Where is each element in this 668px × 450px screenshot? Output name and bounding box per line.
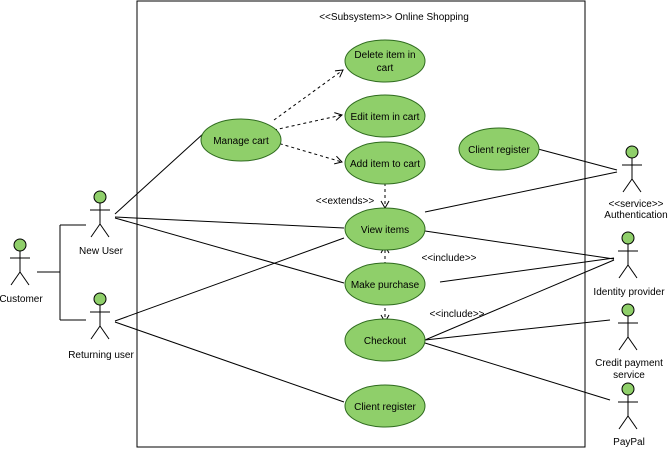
actor-customer-figure[interactable] <box>10 238 30 286</box>
actor-paypal-figure[interactable] <box>618 382 638 430</box>
actor-auth-stereotype: <<service>> <box>608 199 663 210</box>
usecase-view-items[interactable] <box>344 207 426 251</box>
usecase-delete-label-2: cart <box>377 63 394 74</box>
usecase-edit-label: Edit item in cart <box>351 112 420 123</box>
actor-returning-user-label: Returning user <box>68 350 134 361</box>
usecase-delete-label-1: Delete item in <box>354 50 415 61</box>
usecase-client-register-bottom-label: Client register <box>354 402 416 413</box>
use-cases <box>200 39 540 428</box>
usecase-make-purchase[interactable] <box>344 262 426 306</box>
actor-paypal-label: PayPal <box>613 437 645 448</box>
actor-new-user-figure[interactable] <box>90 190 110 238</box>
assoc-viewitems-auth <box>424 171 618 213</box>
assoc-purchase-identity <box>439 257 615 283</box>
assoc-newuser-viewitems <box>114 216 345 229</box>
association-lines <box>37 132 618 403</box>
dependency-lines <box>273 69 390 324</box>
assoc-clientregister-auth <box>537 148 618 171</box>
usecase-add-item[interactable] <box>344 141 426 185</box>
actor-returning-user-figure[interactable] <box>90 292 110 340</box>
include-label-2: <<include>> <box>429 309 484 320</box>
actors <box>10 145 642 430</box>
actor-credit-label-1: Credit payment <box>595 358 663 369</box>
usecase-view-label: View items <box>361 225 409 236</box>
actor-new-user-label: New User <box>79 246 124 257</box>
dep-manage-delete <box>273 69 344 121</box>
usecase-manage-cart[interactable] <box>200 118 282 162</box>
usecase-checkout[interactable] <box>344 318 426 362</box>
extends-label: <<extends>> <box>316 196 375 207</box>
usecase-manage-label: Manage cart <box>213 136 269 147</box>
assoc-returning-viewitems <box>114 237 345 322</box>
usecase-client-register-bottom[interactable] <box>344 384 426 428</box>
assoc-checkout-credit <box>424 319 611 341</box>
actor-credit-label-2: service <box>613 370 645 381</box>
assoc-newuser-makepurchase <box>114 217 345 284</box>
actor-customer-label: Customer <box>0 294 43 305</box>
actor-identity-provider-label: Identity provider <box>593 287 665 298</box>
usecase-client-register-top-label: Client register <box>468 145 530 156</box>
assoc-checkout-identity <box>424 259 615 341</box>
usecase-add-label: Add item to cart <box>350 159 420 170</box>
include-label-1: <<include>> <box>421 253 476 264</box>
actor-authentication-figure[interactable] <box>622 145 642 193</box>
customer-generalization-line <box>37 224 86 321</box>
assoc-newuser-managecart <box>114 132 205 215</box>
usecase-client-register-top[interactable] <box>458 127 540 171</box>
dep-manage-edit <box>273 112 343 131</box>
subsystem-title: <<Subsystem>> Online Shopping <box>319 12 469 23</box>
actor-auth-label: Authentication <box>604 210 667 221</box>
usecase-delete-item[interactable] <box>344 39 426 83</box>
actor-credit-payment-figure[interactable] <box>618 303 638 351</box>
assoc-viewitems-identity <box>424 230 615 260</box>
assoc-returning-clientregister <box>114 321 345 403</box>
actor-identity-provider-figure[interactable] <box>618 231 638 279</box>
usecase-purchase-label: Make purchase <box>351 280 420 291</box>
usecase-edit-item[interactable] <box>344 94 426 138</box>
assoc-checkout-paypal <box>424 342 611 401</box>
dep-manage-add <box>273 141 343 165</box>
usecase-checkout-label: Checkout <box>364 336 406 347</box>
